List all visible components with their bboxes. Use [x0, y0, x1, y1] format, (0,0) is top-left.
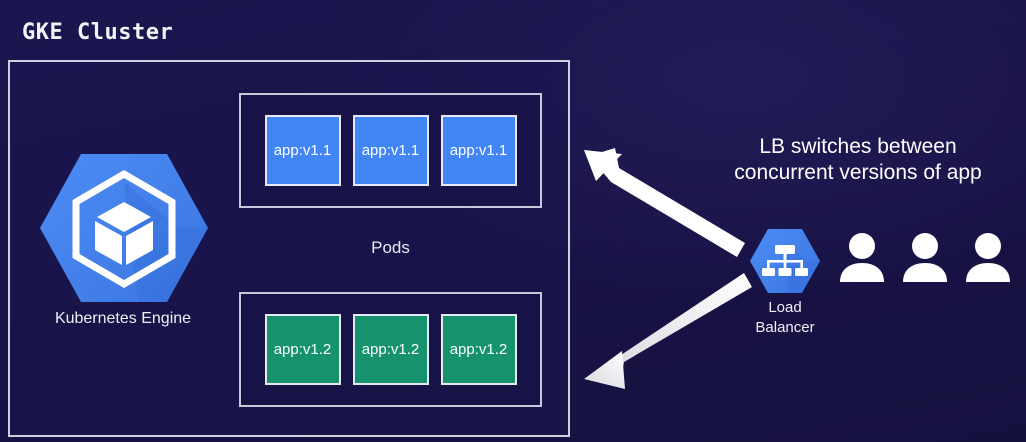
pod-group-version-1-1: app:v1.1 app:v1.1 app:v1.1 [239, 93, 542, 208]
annotation-text: LB switches between concurrent versions … [690, 134, 1026, 187]
user-person-icon [903, 233, 947, 282]
pod-v1-1-c[interactable]: app:v1.1 [440, 115, 517, 186]
load-balancer-label-line-2: Balancer [755, 319, 815, 337]
pod-row-v1-2: app:v1.2 app:v1.2 app:v1.2 [241, 294, 540, 405]
user-person-icon [840, 233, 884, 282]
users-group [838, 232, 1012, 282]
load-balancer-label: Load Balancer [731, 298, 839, 339]
kubernetes-engine-node: Kubernetes Engine [30, 152, 216, 342]
lb-to-v1-2-arrow [584, 273, 752, 389]
load-balancer-node: Load Balancer [737, 228, 833, 346]
pod-v1-2-a[interactable]: app:v1.2 [264, 314, 341, 385]
pod-v1-1-a[interactable]: app:v1.1 [264, 115, 341, 186]
kubernetes-engine-hexagon-icon [40, 154, 208, 302]
load-balancer-hexagon-icon [750, 229, 820, 293]
load-balancer-label-line-1: Load [768, 299, 802, 316]
arrow-connectors [584, 148, 752, 389]
lb-to-v1-1-arrow [584, 148, 745, 257]
user-person-icon [966, 233, 1010, 282]
annotation-line-2: concurrent versions of app [734, 161, 982, 185]
kubernetes-engine-label: Kubernetes Engine [54, 310, 192, 327]
pod-v1-2-b[interactable]: app:v1.2 [352, 314, 429, 385]
pod-v1-2-c[interactable]: app:v1.2 [440, 314, 517, 385]
pod-row-v1-1: app:v1.1 app:v1.1 app:v1.1 [241, 95, 540, 206]
pod-v1-1-b[interactable]: app:v1.1 [352, 115, 429, 186]
annotation-line-1: LB switches between [759, 135, 957, 158]
page-title: GKE Cluster [22, 20, 174, 45]
pods-label: Pods [371, 238, 410, 257]
pod-group-version-1-2: app:v1.2 app:v1.2 app:v1.2 [239, 292, 542, 407]
